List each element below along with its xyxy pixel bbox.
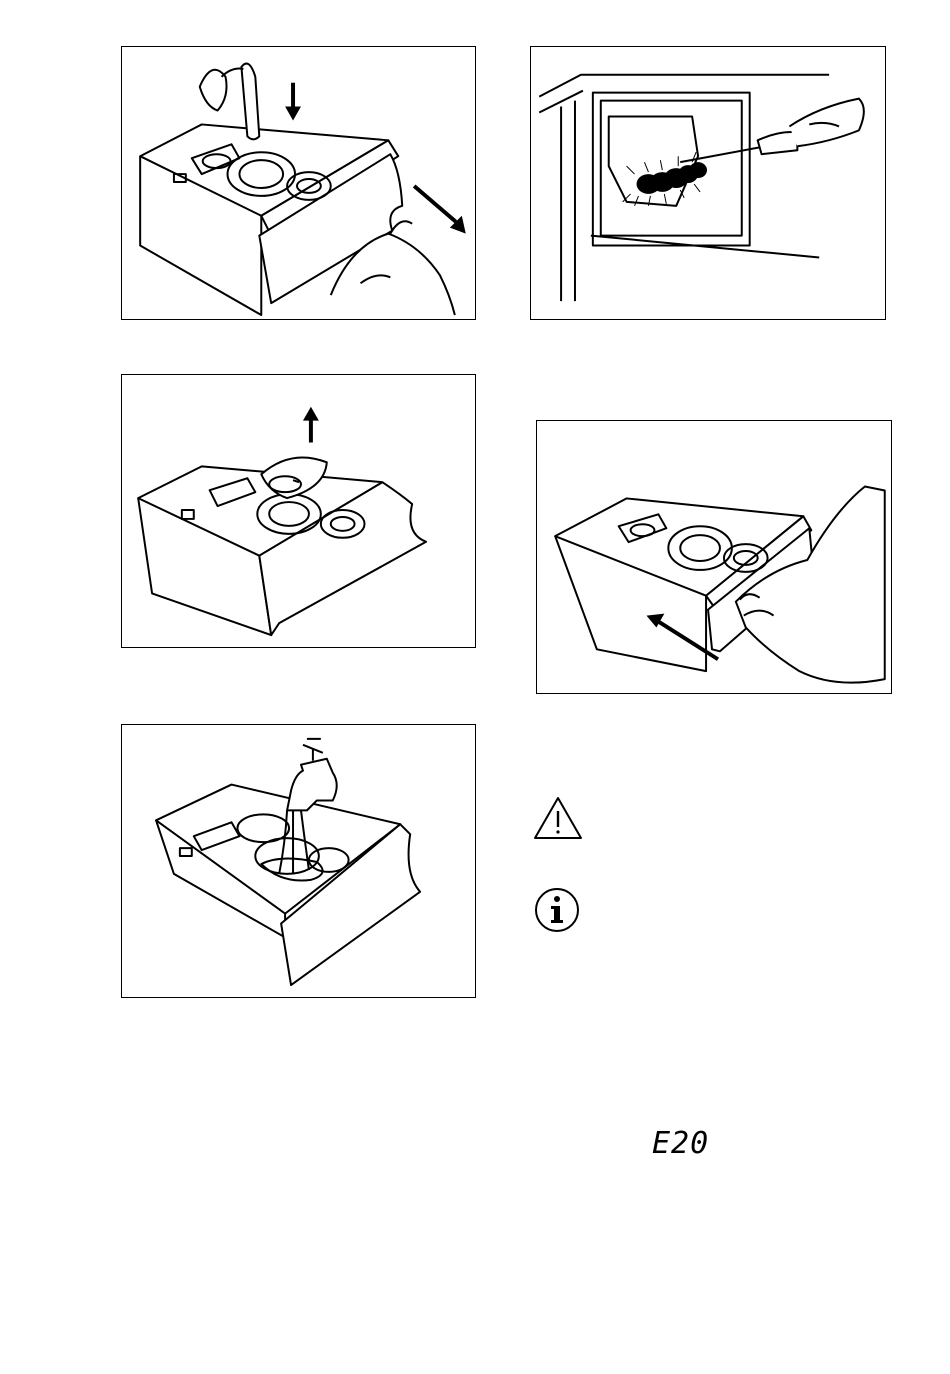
warning-triangle-icon <box>533 796 583 840</box>
brush-recess-illustration <box>531 47 885 319</box>
push-drawer-illustration <box>537 421 891 693</box>
lift-insert-illustration <box>122 375 475 647</box>
drawer-pull-illustration <box>122 47 475 319</box>
figure-rinse-under-tap <box>121 724 476 998</box>
figure-brush-recess <box>530 46 886 320</box>
figure-pull-out-drawer <box>121 46 476 320</box>
figure-lift-insert <box>121 374 476 648</box>
rinse-illustration <box>122 725 475 997</box>
error-code-text: E20 <box>652 1126 709 1161</box>
error-code-display: E20 <box>652 1126 722 1166</box>
figure-push-drawer-in <box>536 420 892 694</box>
info-circle-icon <box>533 886 581 934</box>
